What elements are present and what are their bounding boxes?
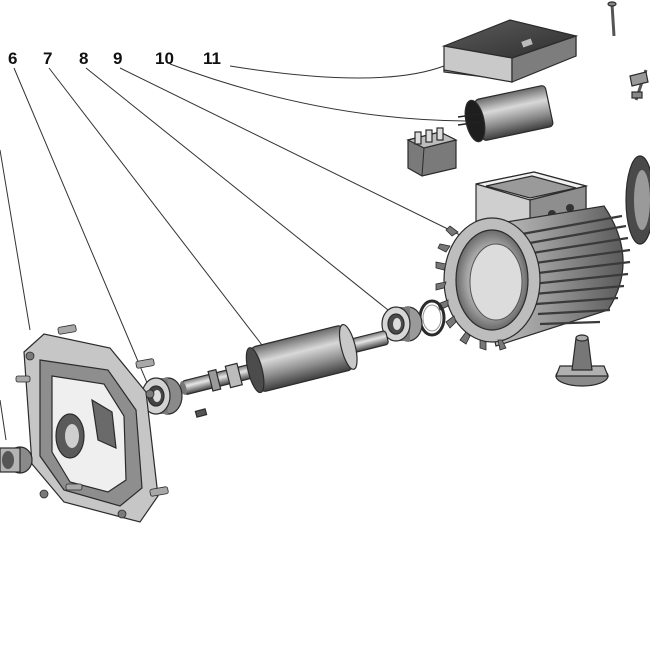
leader-line-11 [229,65,445,79]
callout-numbers: 6 7 8 9 10 11 [8,49,221,68]
bearing-front [141,377,183,415]
capacitor [457,85,554,143]
leader-line-9 [119,67,461,236]
front-end-shield [15,324,169,523]
screws-top-right [607,1,649,101]
callout-10: 10 [155,49,174,68]
terminal-box-cover [441,19,579,83]
leader-lines [0,63,467,386]
fan-cap [555,334,609,387]
shaft-key [194,408,208,418]
rotor-shaft [179,323,389,395]
shaft-seal [0,399,33,474]
callout-7: 7 [43,49,52,68]
callout-8: 8 [79,49,88,68]
callout-6: 6 [8,49,17,68]
motor-housing [435,155,650,351]
leader-line-10 [169,63,467,122]
leader-line-8 [85,67,399,319]
o-ring [418,299,446,337]
bearing-rear [381,306,423,342]
leader-line-6 [13,67,149,386]
callout-9: 9 [113,49,122,68]
callout-11: 11 [203,49,221,68]
leader-line-left-edge [0,149,31,331]
terminal-block [406,127,458,177]
leader-line-7 [48,67,263,346]
